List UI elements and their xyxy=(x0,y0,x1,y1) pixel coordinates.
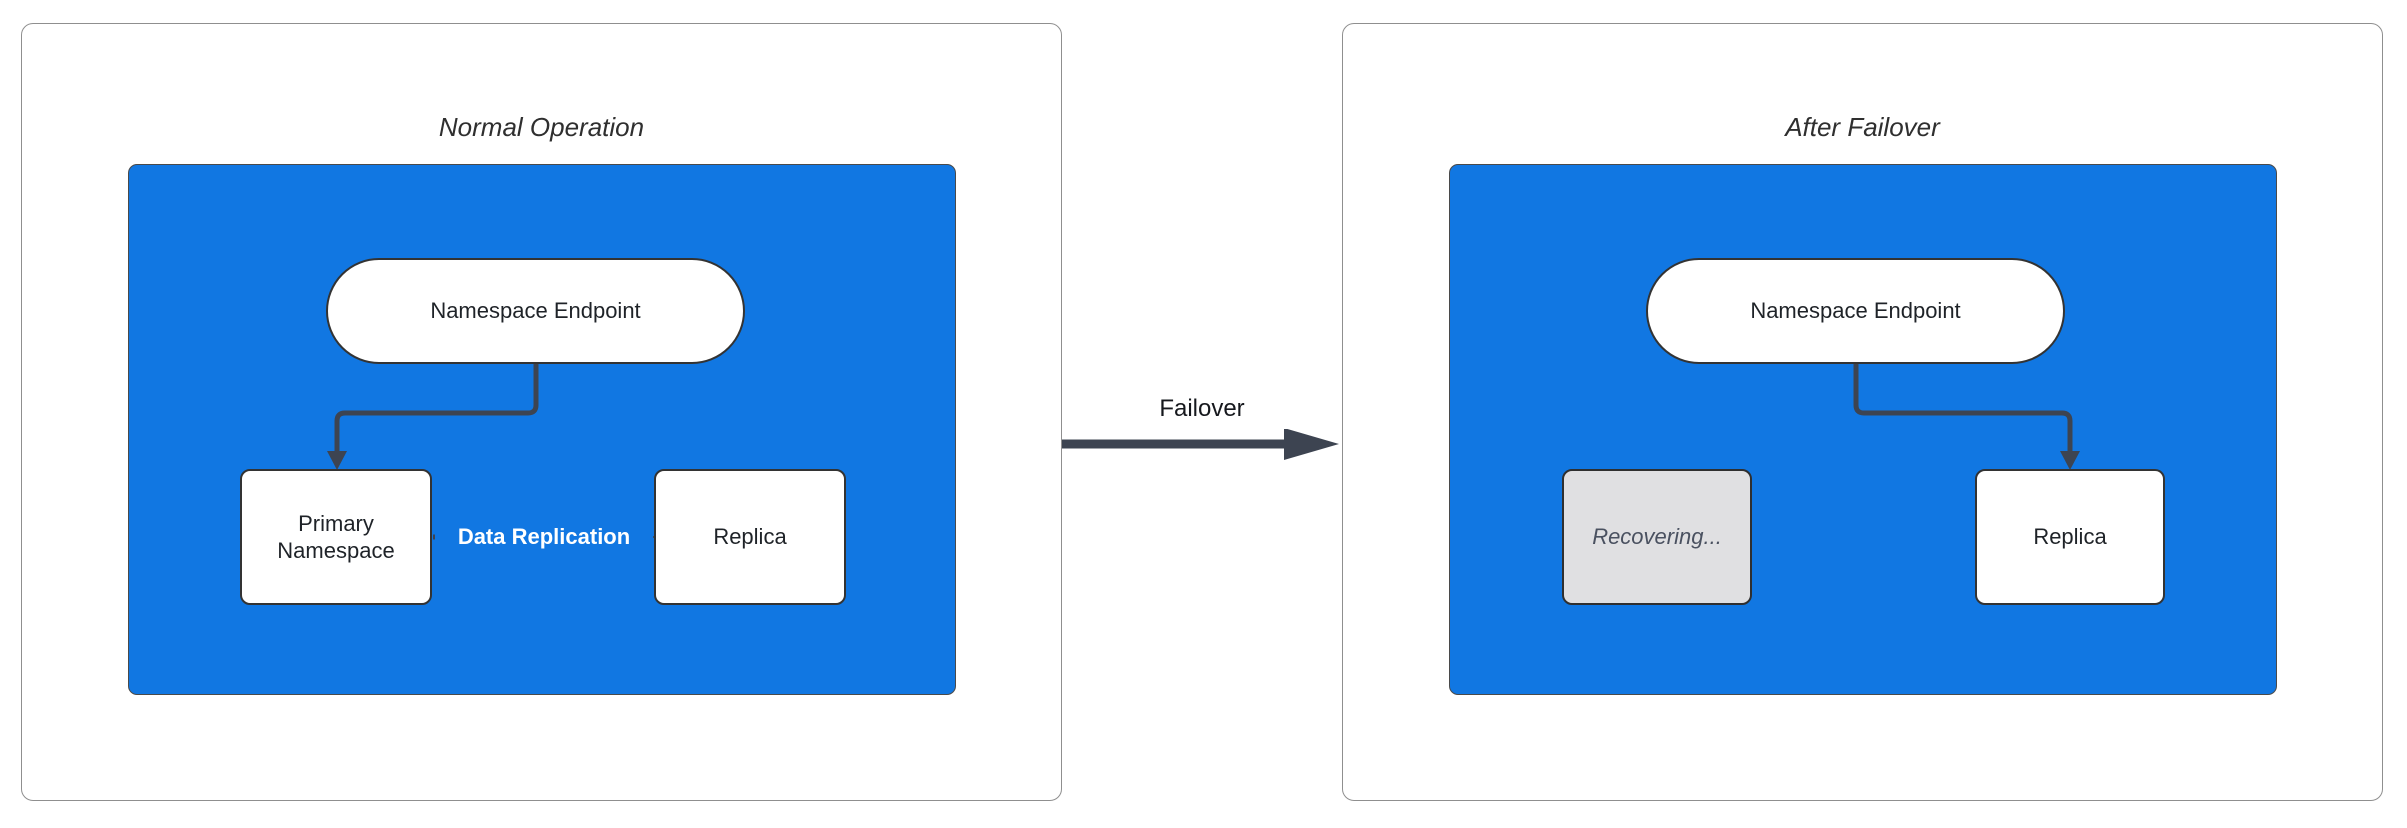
failover-label: Failover xyxy=(1159,395,1245,422)
node-replica: Replica xyxy=(654,469,846,605)
failover-arrow-icon xyxy=(1062,429,1339,460)
connector-arrows xyxy=(327,364,655,547)
connector-arrows xyxy=(1853,364,2080,470)
panel-title: Normal Operation xyxy=(438,112,645,142)
edge-label-data-replication: Data Replication xyxy=(435,521,653,553)
node-primary-namespace: Primary Namespace xyxy=(240,469,432,605)
node-label: Recovering... xyxy=(1592,524,1722,550)
node-label: Namespace Endpoint xyxy=(1750,298,1961,324)
node-namespace-endpoint: Namespace Endpoint xyxy=(1646,258,2065,364)
node-replica: Replica xyxy=(1975,469,2165,605)
node-namespace-endpoint: Namespace Endpoint xyxy=(326,258,745,364)
subgraph-container: Namespace Endpoint Primary Namespace Dat… xyxy=(128,164,956,695)
panel-after-failover: After Failover Namespace Endpoint Recove… xyxy=(1342,23,2383,801)
failover-transition: Failover xyxy=(1062,395,1342,470)
panel-title: After Failover xyxy=(1785,112,1940,142)
node-label: Namespace Endpoint xyxy=(430,298,641,324)
node-label: Primary Namespace xyxy=(277,510,395,564)
subgraph-container: Namespace Endpoint Recovering... Replica xyxy=(1449,164,2277,695)
node-recovering: Recovering... xyxy=(1562,469,1752,605)
panel-normal-operation: Normal Operation Namespace Endpoint Prim… xyxy=(21,23,1062,801)
node-label: Replica xyxy=(2033,524,2107,550)
node-label: Replica xyxy=(713,524,787,550)
